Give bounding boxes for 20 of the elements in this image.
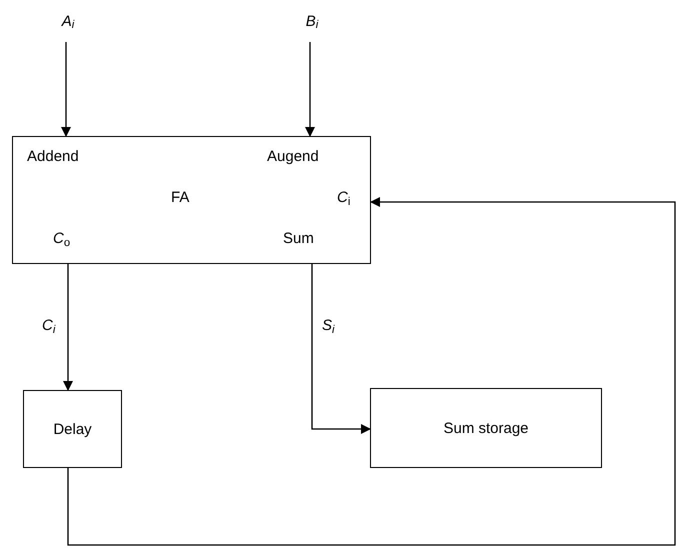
adder-block <box>12 136 371 264</box>
port-label: C$_{o}$ <box>53 231 70 246</box>
port-label: Augend <box>267 149 319 164</box>
process-box <box>23 390 122 468</box>
signal-name: A$_{i}$ <box>62 14 74 28</box>
box-label: Sum storage <box>443 420 529 436</box>
arrow <box>311 264 371 434</box>
port-label: Addend <box>27 149 79 164</box>
port-label: Sum <box>283 231 314 246</box>
process-box <box>370 388 602 468</box>
edge-label: S$_{i}$ <box>320 318 337 333</box>
port-label: FA <box>171 190 190 205</box>
signal-name: B$_{i}$ <box>306 14 318 28</box>
arrow <box>305 42 315 137</box>
arrow <box>63 264 73 391</box>
box-label: Delay <box>53 422 92 436</box>
arrow <box>61 42 71 137</box>
edge-label: C$_{i}$ <box>40 318 58 333</box>
port-label: C$_{i}$ <box>337 190 350 205</box>
arrow <box>67 197 676 546</box>
